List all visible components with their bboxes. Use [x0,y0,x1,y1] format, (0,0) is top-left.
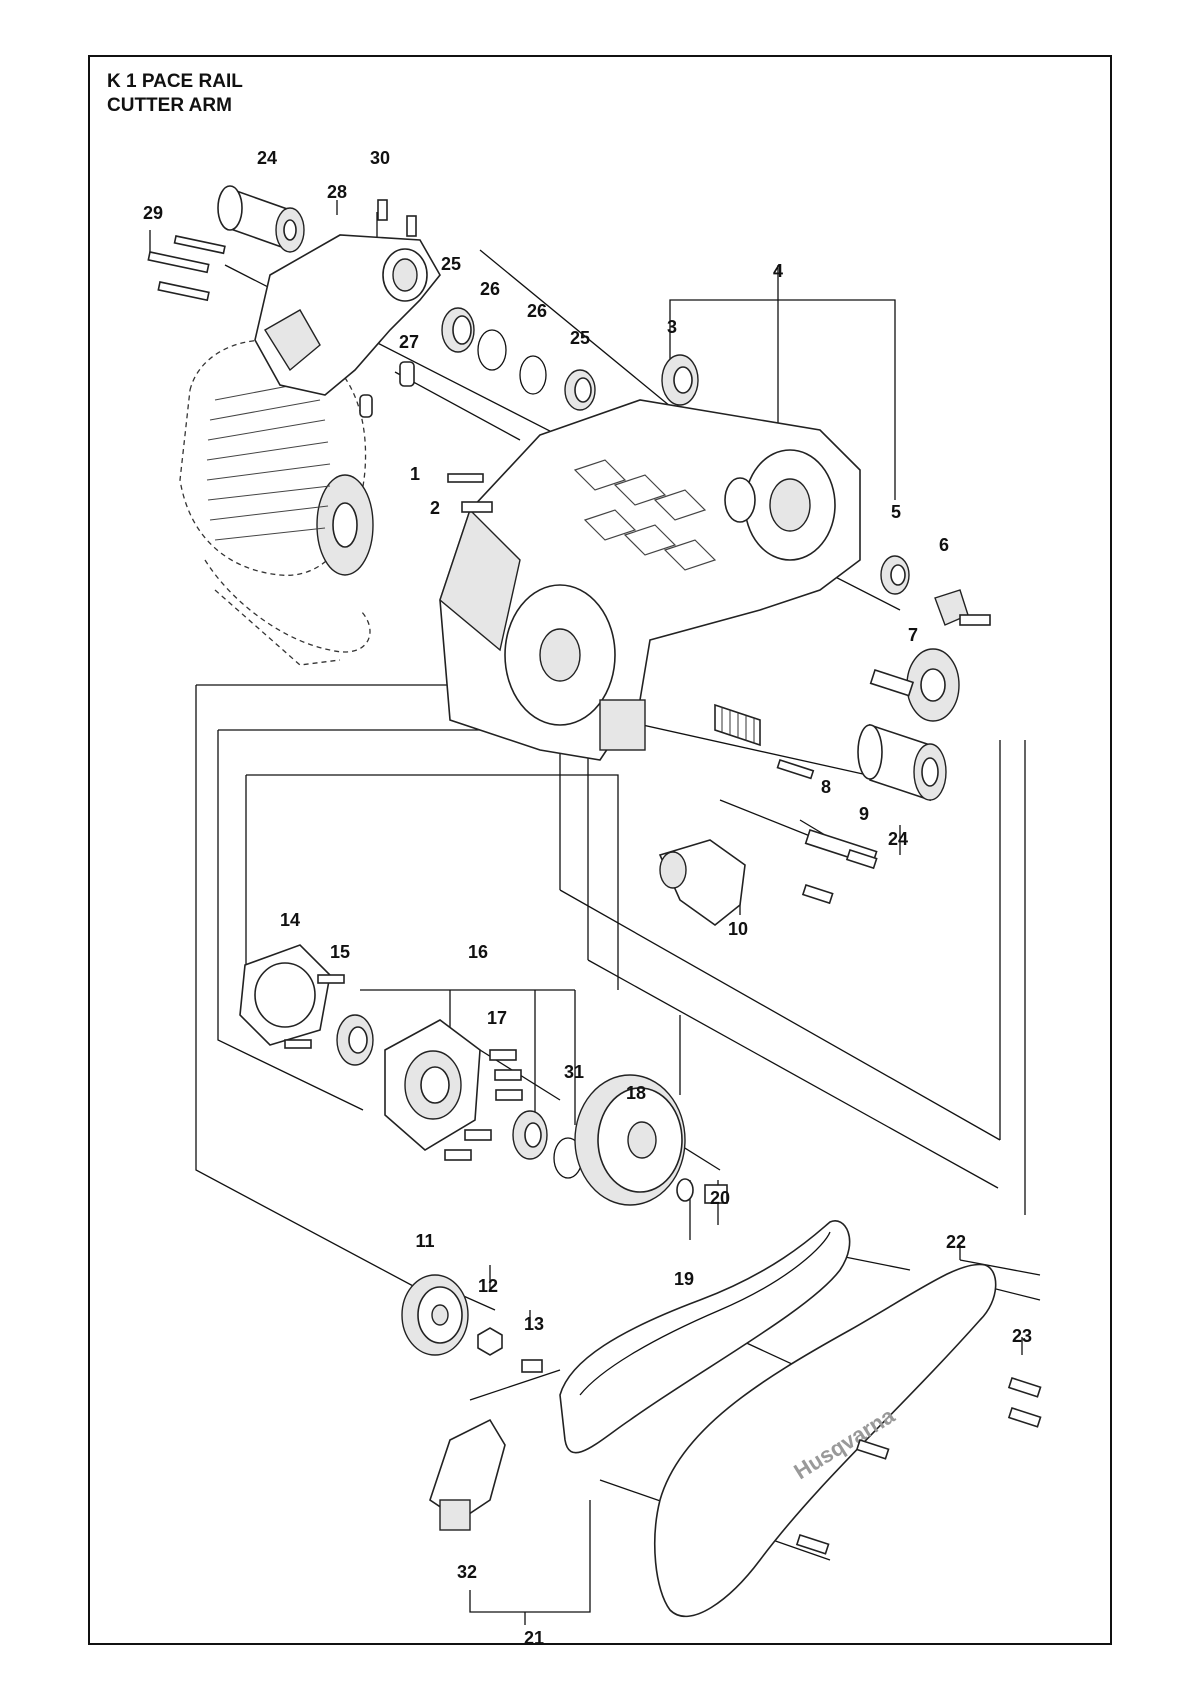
callout-18: 18 [626,1083,646,1103]
circlip-26-a [477,329,507,371]
tube-top [217,185,305,253]
arm-bracket [254,234,441,396]
callout-24-right: 24 [888,829,908,849]
callout-22: 22 [946,1232,966,1252]
callout-6: 6 [939,535,949,555]
tensioner-10 [658,839,746,927]
screws-29 [147,235,226,302]
callout-28: 28 [327,182,347,202]
callout-29: 29 [143,203,163,223]
belt-hook-32 [429,1418,506,1531]
title-line-1: K 1 PACE RAIL [107,71,243,92]
callout-16: 16 [468,942,488,962]
tension-spring [714,703,815,780]
callout-1: 1 [410,464,420,484]
screws-30 [377,199,417,237]
callout-14: 14 [280,910,300,930]
callout-19: 19 [674,1269,694,1289]
bearing-16 [336,1014,374,1066]
circlip-26-b [519,355,547,395]
tube-right [857,723,947,802]
callout-7: 7 [908,625,918,645]
callout-30: 30 [370,148,390,168]
pins-27 [359,361,415,418]
callout-13: 13 [524,1314,544,1334]
bearing-flange [384,1019,481,1151]
callout-15: 15 [330,942,350,962]
callout-27: 27 [399,332,419,352]
page-title: K 1 PACE RAIL CUTTER ARM [107,70,243,118]
callout-20: 20 [710,1188,730,1208]
callout-10: 10 [728,919,748,939]
callout-3: 3 [667,317,677,337]
pinion-6 [934,589,991,626]
pulley-11 [401,1274,469,1356]
callout-24-top: 24 [257,148,277,168]
bearing-16-b [512,1110,548,1160]
gear-7 [869,648,960,722]
callout-8: 8 [821,777,831,797]
drive-belt-21 [559,1220,851,1454]
callout-31: 31 [564,1062,584,1082]
callout-labels: 1 2 3 4 5 6 7 8 9 10 11 12 13 14 15 16 1… [143,148,1032,1648]
callout-23: 23 [1012,1326,1032,1346]
gasket-14 [239,944,345,1049]
callout-4: 4 [773,261,783,281]
title-line-2: CUTTER ARM [107,95,232,116]
bearing-3 [661,354,699,406]
screw-1 [447,473,484,483]
callout-32: 32 [457,1562,477,1582]
screws-23 [795,1376,1042,1555]
callout-26-left: 26 [480,279,500,299]
bushing-25-a [441,307,475,353]
main-housing [439,399,861,761]
nut-12 [477,1327,503,1356]
callout-5: 5 [891,502,901,522]
screws-9 [801,848,878,905]
callout-26-right: 26 [527,301,547,321]
callout-11: 11 [415,1231,434,1251]
callout-12: 12 [478,1276,498,1296]
callout-25-left: 25 [441,254,461,274]
callout-9: 9 [859,804,869,824]
pulley-18 [574,1074,686,1206]
callout-2: 2 [430,498,440,518]
screw-20 [704,1184,728,1204]
callout-25-right: 25 [570,328,590,348]
motor-dashed-outline [179,339,374,666]
page-frame [88,55,1112,1645]
bushing-25-b [564,369,596,411]
screw-2 [461,501,493,513]
washer-19 [676,1178,694,1202]
callout-21: 21 [524,1628,544,1648]
screws-17 [444,1049,523,1161]
screw-13 [521,1359,543,1373]
bearing-5 [880,555,910,595]
callout-17: 17 [487,1008,507,1028]
